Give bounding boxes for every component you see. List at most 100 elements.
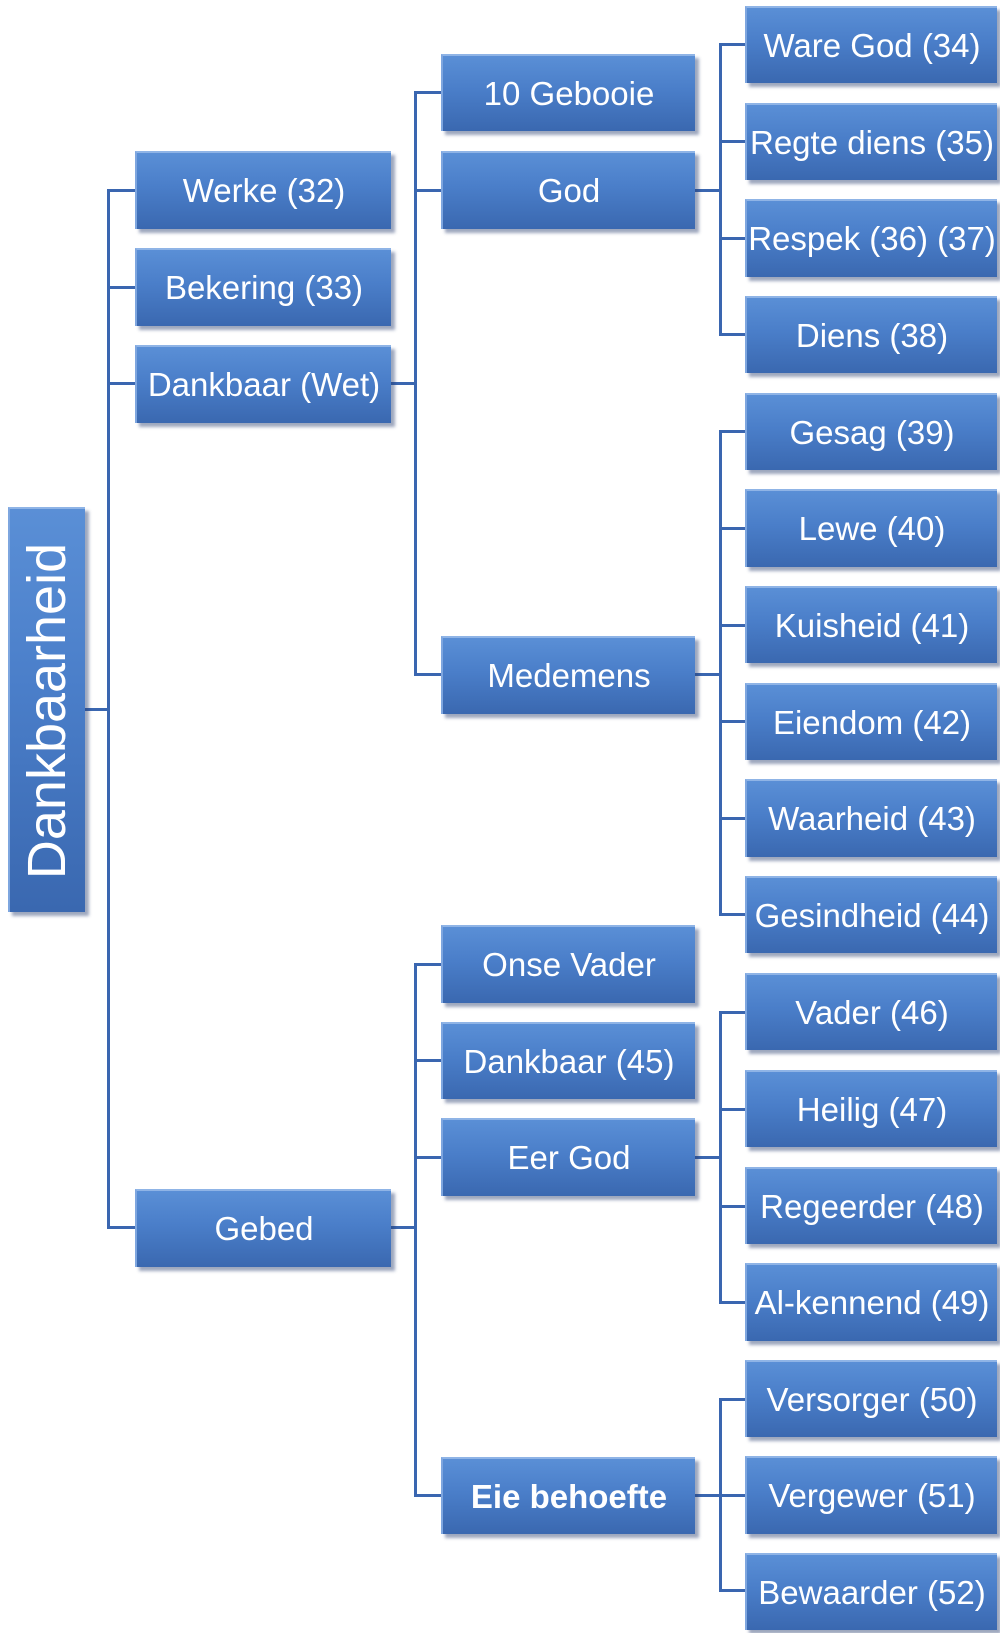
node-lewe: Lewe (40) xyxy=(745,489,997,567)
node-vergewer: Vergewer (51) xyxy=(745,1456,997,1534)
connector-line xyxy=(719,720,745,723)
node-regte-diens: Regte diens (35) xyxy=(745,103,997,180)
node-label: Waarheid (43) xyxy=(768,800,976,837)
connector-line xyxy=(719,527,745,530)
connector-line xyxy=(414,91,441,94)
connector-line xyxy=(107,189,110,1228)
node-gesindheid: Gesindheid (44) xyxy=(745,876,997,953)
connector-line xyxy=(414,1156,441,1159)
connector-line xyxy=(107,286,135,289)
connector-line xyxy=(107,382,135,385)
connector-line xyxy=(719,1011,745,1014)
node-label: Medemens xyxy=(487,657,651,694)
node-label: Bekering (33) xyxy=(164,269,364,306)
node-regeerder: Regeerder (48) xyxy=(745,1167,997,1244)
connector-line xyxy=(414,963,441,966)
node-waarheid: Waarheid (43) xyxy=(745,779,997,857)
connector-line xyxy=(414,189,441,192)
connector-line xyxy=(693,673,721,676)
node-medemens: Medemens xyxy=(441,636,695,714)
connector-line xyxy=(693,189,721,192)
node-label: Heilig (47) xyxy=(796,1090,948,1128)
connector-line xyxy=(719,43,722,336)
connector-line xyxy=(693,1494,721,1497)
node-label: Gebed xyxy=(214,1210,314,1247)
node-label: Gesindheid (44) xyxy=(754,896,990,934)
connector-line xyxy=(719,140,745,143)
connector-line xyxy=(414,963,417,1496)
connector-line xyxy=(414,673,441,676)
connector-line xyxy=(719,913,745,916)
node-werke: Werke (32) xyxy=(135,151,391,229)
connector-line xyxy=(719,1205,745,1208)
node-eer-god: Eer God xyxy=(441,1118,695,1196)
connector-line xyxy=(719,1301,745,1304)
node-label: Al-kennend (49) xyxy=(754,1284,990,1321)
node-onse-vader: Onse Vader xyxy=(441,925,695,1003)
node-kuisheid: Kuisheid (41) xyxy=(745,586,997,663)
connector-line xyxy=(719,43,745,46)
node-label: Dankbaar (Wet) xyxy=(147,366,381,403)
node-bekering: Bekering (33) xyxy=(135,248,391,326)
node-al-kennend: Al-kennend (49) xyxy=(745,1263,997,1341)
node-label: Eer God xyxy=(507,1139,631,1176)
connector-line xyxy=(719,430,745,433)
node-dankbaar-wet: Dankbaar (Wet) xyxy=(135,345,391,423)
node-label: Lewe (40) xyxy=(798,510,946,547)
node-bewaarder: Bewaarder (52) xyxy=(745,1553,997,1630)
node-label: Versorger (50) xyxy=(766,1380,978,1418)
node-label: Regeerder (48) xyxy=(760,1187,984,1225)
connector-line xyxy=(389,382,416,385)
connector-line xyxy=(80,708,109,711)
node-label: Dankbaar (45) xyxy=(463,1042,675,1080)
connector-line xyxy=(414,1059,441,1062)
node-label: 10 Gebooie xyxy=(483,74,655,112)
node-label: Werke (32) xyxy=(182,172,346,209)
connector-line xyxy=(719,1011,722,1304)
connector-line xyxy=(414,91,417,675)
connector-line xyxy=(719,237,745,240)
node-respek: Respek (36) (37) xyxy=(745,199,997,277)
root-label: Dankbaarheid xyxy=(17,542,78,879)
connector-line xyxy=(719,817,745,820)
node-gesag: Gesag (39) xyxy=(745,393,997,470)
node-label: Vergewer (51) xyxy=(768,1477,976,1514)
node-10-gebooie: 10 Gebooie xyxy=(441,54,695,131)
node-label: Kuisheid (41) xyxy=(774,606,970,644)
node-eie-behoefte: Eie behoefte xyxy=(441,1457,695,1534)
connector-line xyxy=(107,1226,135,1229)
connector-line xyxy=(719,624,745,627)
connector-line xyxy=(389,1226,416,1229)
node-heilig: Heilig (47) xyxy=(745,1070,997,1147)
node-label: Respek (36) (37) xyxy=(748,220,996,257)
node-label: Eie behoefte xyxy=(470,1477,668,1515)
node-label: Vader (46) xyxy=(795,993,949,1031)
connector-line xyxy=(719,1398,745,1401)
node-label: Regte diens (35) xyxy=(750,123,994,161)
connector-line xyxy=(693,1156,721,1159)
connector-line xyxy=(719,1108,745,1111)
connector-line xyxy=(719,333,745,336)
node-label: Bewaarder (52) xyxy=(758,1573,986,1611)
node-label: God xyxy=(537,172,601,209)
node-label: Diens (38) xyxy=(795,316,949,354)
node-label: Onse Vader xyxy=(482,946,656,983)
node-dankbaar-45: Dankbaar (45) xyxy=(441,1022,695,1099)
connector-line xyxy=(107,189,135,192)
node-label: Eiendom (42) xyxy=(772,703,972,741)
connector-line xyxy=(719,1589,745,1592)
connector-line xyxy=(414,1494,441,1497)
node-label: Gesag (39) xyxy=(789,413,955,451)
node-versorger: Versorger (50) xyxy=(745,1360,997,1437)
node-god: God xyxy=(441,151,695,229)
node-vader: Vader (46) xyxy=(745,973,997,1050)
root-node: Dankbaarheid xyxy=(8,507,85,912)
node-diens: Diens (38) xyxy=(745,296,997,373)
node-label: Ware God (34) xyxy=(763,26,981,64)
node-eiendom: Eiendom (42) xyxy=(745,683,997,760)
connector-line xyxy=(719,430,722,916)
connector-line xyxy=(719,1494,745,1497)
node-gebed: Gebed xyxy=(135,1189,391,1267)
node-ware-god: Ware God (34) xyxy=(745,6,997,83)
